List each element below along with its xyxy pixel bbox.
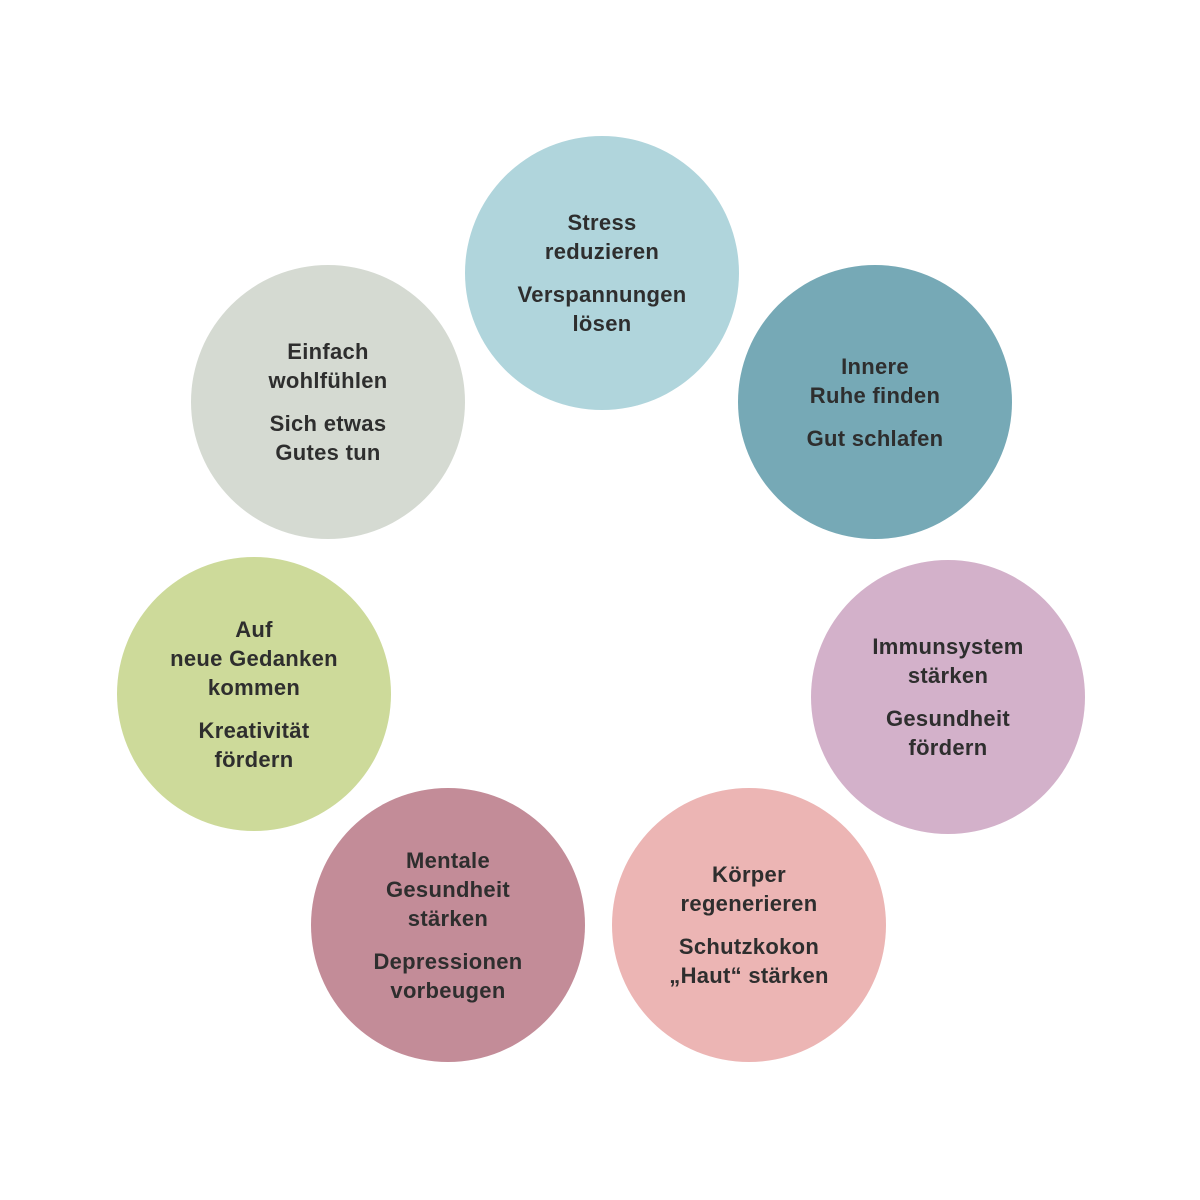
circle-text-line: kommen [207, 674, 301, 700]
circle-text-line: Einfach [287, 339, 369, 364]
circle-text-line: Gut schlafen [806, 425, 944, 451]
circle-text-line: lösen [572, 311, 632, 336]
circle-text-line: Gesundheit [385, 876, 510, 902]
circle-text-line: fördern [908, 735, 988, 760]
circle-text-group: Immunsystem stärken [872, 632, 1023, 690]
circle-text-line: Gesundheit [885, 706, 1010, 731]
circle-text-group: Depressionen vorbeugen [373, 947, 522, 1005]
circle-text-line: Ruhe finden [809, 382, 941, 408]
circle-text-line: Kreativität [198, 717, 310, 743]
circle-text-line: Verspannungen [517, 282, 687, 307]
circle-text-line: vorbeugen [390, 977, 506, 1003]
circle-text-line: Sich etwas [269, 411, 387, 436]
circle-text-group: Einfach wohlfühlen [268, 337, 387, 395]
circle-text-line: Mentale [405, 847, 490, 873]
circle-text-line: Körper [712, 862, 786, 887]
circle-text-group: Auf neue Gedanken kommen [170, 615, 338, 702]
circle-text-line: Stress [567, 210, 637, 235]
circle-text-group: Körper regenerieren [681, 860, 818, 918]
circle-text-line: Immunsystem [872, 634, 1024, 659]
circle-text-group: Verspannungen lösen [518, 280, 687, 338]
circle-text-line: stärken [407, 905, 489, 931]
circle-text-line: wohlfühlen [268, 368, 388, 393]
circle-text-line: Schutzkokon [678, 934, 820, 959]
circle-text-group: Gut schlafen [807, 424, 944, 453]
circle-text-line: Auf [235, 616, 273, 642]
circle-text-line: regenerieren [680, 891, 818, 916]
circle-text-group: Schutzkokon „Haut“ stärken [669, 932, 828, 990]
circle-text-line: „Haut“ stärken [669, 963, 829, 988]
circle-text-line: fördern [214, 746, 294, 772]
circle-text-line: reduzieren [544, 239, 660, 264]
circle-text-group: Kreativität fördern [199, 716, 310, 774]
circle-text-line: Depressionen [373, 948, 523, 974]
circle-text-line: Gutes tun [275, 440, 381, 465]
circle-text-line: neue Gedanken [170, 645, 338, 671]
circle-text-line: stärken [907, 663, 989, 688]
circle-text-group: Stress reduzieren [545, 208, 659, 266]
circle-text-line: Innere [841, 353, 909, 379]
circle-text-group: Gesundheit fördern [886, 704, 1010, 762]
